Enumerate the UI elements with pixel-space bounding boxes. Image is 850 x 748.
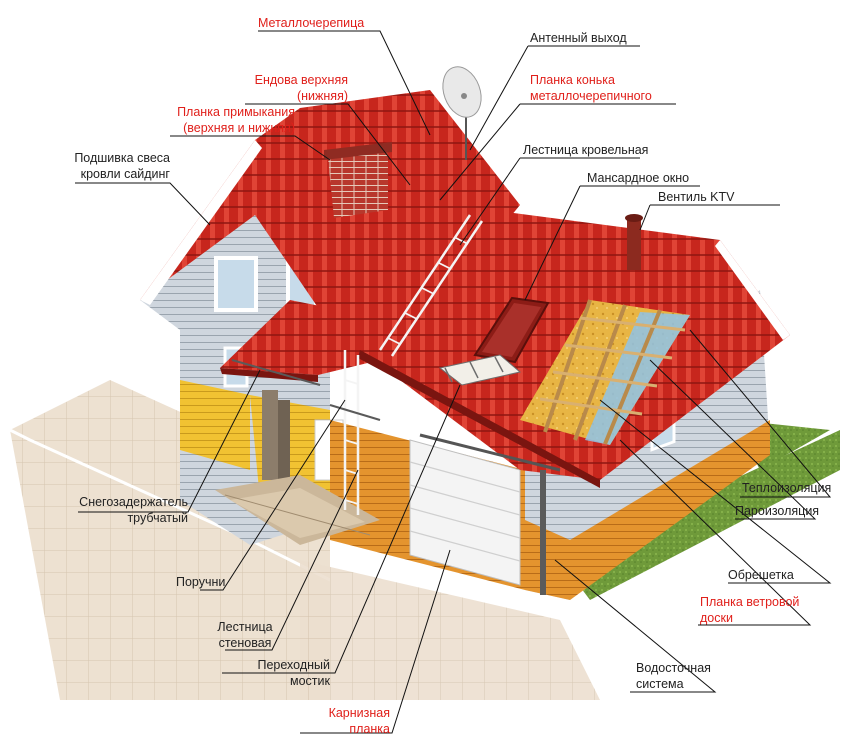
label-podshivka-line1: Подшивка свеса — [74, 151, 170, 165]
label-karniz-line2: планка — [349, 722, 390, 736]
label-teplo: Теплоизоляция — [742, 481, 832, 495]
label-primykanie-line1: Планка примыкания — [177, 105, 295, 119]
label-konek-line1: Планка конька — [530, 73, 615, 87]
label-ventil: Вентиль KTV — [658, 190, 735, 204]
label-endova-line2: (нижняя) — [296, 89, 348, 103]
label-drain-line1: Водосточная — [636, 661, 711, 675]
label-antenna: Антенный выход — [530, 31, 627, 45]
label-bridge-line1: Переходный — [257, 658, 330, 672]
label-endova-line1: Ендова верхняя — [254, 73, 348, 87]
label-snow-line1: Снегозадержатель — [79, 495, 188, 509]
label-wind-line2: доски — [700, 611, 733, 625]
label-snow-line2: трубчатый — [127, 511, 188, 525]
label-drain-line2: система — [636, 677, 684, 691]
label-metallocherepitsa: Металлочерепица — [258, 16, 365, 30]
label-ladder-roof: Лестница кровельная — [523, 143, 649, 157]
label-mansard: Мансардное окно — [587, 171, 690, 185]
label-obreshetka: Обрешетка — [728, 568, 794, 582]
label-handrail: Поручни — [176, 575, 226, 589]
label-bridge-line2: мостик — [290, 674, 330, 688]
label-ladder-wall-line1: Лестница — [217, 620, 273, 634]
label-wind-line1: Планка ветровой — [700, 595, 800, 609]
label-ladder-wall-line2: стеновая — [218, 636, 272, 650]
label-paro: Пароизоляция — [735, 504, 820, 518]
label-primykanie-line2: (верхняя и нижняя) — [183, 121, 295, 135]
leader-lines — [75, 30, 832, 734]
label-podshivka-line2: кровли сайдинг — [80, 167, 170, 181]
label-konek-line2: металлочерепичного — [530, 89, 652, 103]
label-karniz-line1: Карнизная — [328, 706, 390, 720]
